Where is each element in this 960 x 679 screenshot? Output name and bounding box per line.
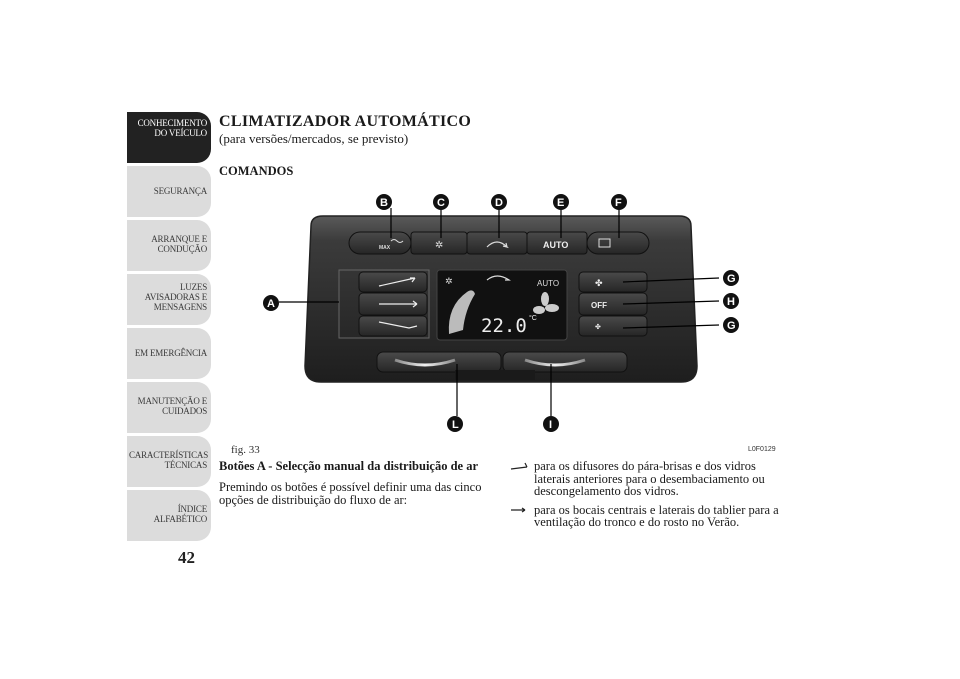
- svg-text:L: L: [452, 419, 459, 431]
- section-heading: COMANDOS: [219, 164, 294, 178]
- tab-indice-alfabetico[interactable]: ÍNDICE ALFABÉTICO: [127, 490, 211, 541]
- page-subtitle: (para versões/mercados, se previsto): [219, 131, 409, 146]
- svg-text:G: G: [727, 320, 736, 332]
- body-column-left: Botões A - Selecção manual da distribuiç…: [219, 460, 495, 507]
- svg-text:B: B: [380, 197, 388, 209]
- callout-i: [543, 416, 559, 432]
- face-arrow-icon: [379, 300, 418, 308]
- buttons-a-heading: Botões A - Selecção manual da distribuiç…: [219, 459, 479, 473]
- svg-text:A: A: [267, 298, 275, 310]
- list-item-text: para os difusores do pára-brisas e dos v…: [534, 459, 765, 498]
- leader-lines: [279, 208, 720, 416]
- fan-up-icon: ✤: [595, 279, 603, 289]
- temperature-unit: °C: [529, 314, 537, 322]
- rear-window-icon: [598, 238, 611, 248]
- seat-icon: [448, 290, 475, 334]
- callout-d: [491, 194, 507, 210]
- svg-text:G: G: [727, 273, 736, 285]
- max-label: MAX: [379, 245, 391, 251]
- page-number: 42: [178, 548, 195, 567]
- page-title: CLIMATIZADOR AUTOMÁTICO: [219, 113, 472, 130]
- callout-a: [263, 295, 279, 311]
- callout-markers: B C D E F A G H G L I: [263, 194, 739, 432]
- callout-g-bottom: [723, 317, 739, 333]
- climate-panel-illustration: MAX ✲ AUTO ✲ AUTO: [263, 194, 739, 432]
- tab-em-emergencia[interactable]: EM EMERGÊNCIA: [127, 328, 211, 379]
- fan-speed-buttons: ✤ OFF ✤: [578, 271, 648, 337]
- fan-down-icon: ✤: [595, 323, 601, 331]
- off-button[interactable]: [578, 292, 648, 316]
- feet-arrow-icon: [378, 321, 418, 329]
- tab-arranque-e-conducao[interactable]: ARRANQUE E CONDUÇÃO: [127, 220, 211, 271]
- svg-text:I: I: [549, 419, 552, 431]
- svg-text:E: E: [557, 197, 564, 209]
- display-snowflake-icon: ✲: [445, 277, 453, 287]
- air-recirculation-button[interactable]: [466, 231, 528, 255]
- center-vents-flow-icon: [511, 507, 526, 512]
- svg-text:D: D: [495, 197, 503, 209]
- windscreen-arrow-icon: [378, 277, 416, 287]
- tab-manutencao-e-cuidados[interactable]: MANUTENÇÃO E CUIDADOS: [127, 382, 211, 433]
- fan-icon: [533, 292, 559, 314]
- display-recirc-icon: [486, 275, 511, 281]
- temperature-readout: 22.0: [481, 315, 527, 337]
- tab-conhecimento-do-veiculo[interactable]: CONHECIMENTO DO VEÍCULO: [127, 112, 211, 163]
- figure-code: L0F0129: [748, 446, 776, 453]
- tab-luzes-avisadoras[interactable]: LUZES AVISADORAS E MENSAGENS: [127, 274, 211, 325]
- snowflake-icon: ✲: [435, 240, 443, 251]
- top-button-row: MAX ✲ AUTO: [348, 231, 650, 255]
- distribution-button-top[interactable]: [358, 271, 428, 293]
- svg-text:F: F: [615, 197, 622, 209]
- list-item: para os difusores do pára-brisas e dos v…: [508, 460, 788, 498]
- fan-increase-button[interactable]: [578, 271, 648, 293]
- temperature-selectors: [376, 351, 628, 380]
- callout-l: [447, 416, 463, 432]
- fan-decrease-button[interactable]: [578, 315, 648, 337]
- climate-control-figure: MAX ✲ AUTO ✲ AUTO: [219, 186, 783, 444]
- air-distribution-buttons: [338, 269, 430, 339]
- buttons-a-paragraph: Premindo os botões é possível definir um…: [219, 480, 482, 507]
- display-auto-label: AUTO: [537, 279, 559, 288]
- list-item: para os bocais centrais e laterais do ta…: [508, 502, 788, 529]
- temperature-selector-right[interactable]: [502, 351, 628, 373]
- callout-c: [433, 194, 449, 210]
- callout-f: [611, 194, 627, 210]
- auto-button-label: AUTO: [543, 240, 568, 250]
- windscreen-flow-icon: [510, 462, 528, 470]
- callout-g-top: [723, 270, 739, 286]
- car-recirc-icon: [486, 241, 509, 249]
- body-column-right: para os difusores do pára-brisas e dos v…: [508, 460, 788, 535]
- rear-defrost-button[interactable]: [586, 231, 650, 255]
- climate-display: ✲ AUTO 22.0 °C: [436, 269, 568, 341]
- callout-h: [723, 293, 739, 309]
- temperature-selector-left[interactable]: [376, 351, 502, 373]
- figure-caption: fig. 33: [231, 444, 260, 456]
- callout-b: [376, 194, 392, 210]
- svg-text:C: C: [437, 197, 445, 209]
- callout-e: [553, 194, 569, 210]
- distribution-button-bottom[interactable]: [358, 315, 428, 337]
- defrost-icon: [390, 239, 404, 243]
- off-label: OFF: [591, 301, 607, 310]
- tab-seguranca[interactable]: SEGURANÇA: [127, 166, 211, 217]
- list-item-text: para os bocais centrais e laterais do ta…: [534, 502, 779, 529]
- tab-caracteristicas-tecnicas[interactable]: CARACTERÍSTICAS TÉCNICAS: [127, 436, 211, 487]
- svg-text:H: H: [727, 296, 735, 308]
- chapter-tabs: CONHECIMENTO DO VEÍCULO SEGURANÇA ARRANQ…: [127, 112, 211, 544]
